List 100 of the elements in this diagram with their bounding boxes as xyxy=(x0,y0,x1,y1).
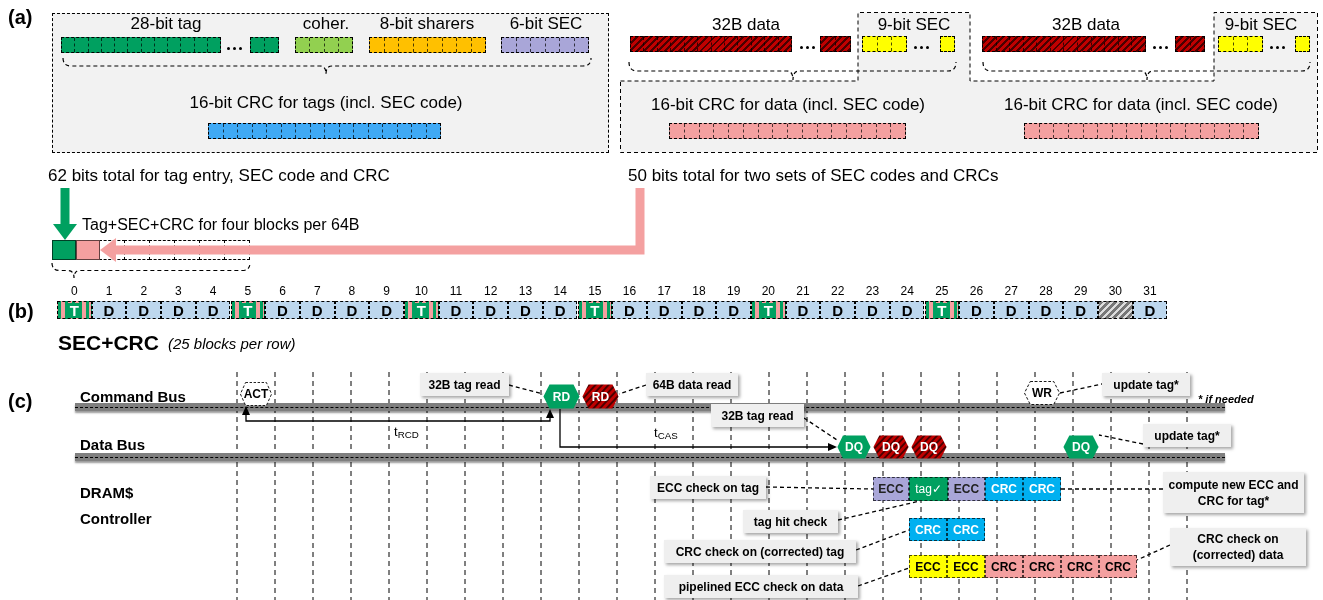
memory-block: D xyxy=(299,301,335,319)
row-label: Command Bus xyxy=(80,387,186,407)
block-index: 18 xyxy=(691,285,707,297)
callout-box: CRC check on (corrected) tag xyxy=(664,540,856,563)
block-index: 7 xyxy=(312,285,322,297)
hatched-hexagon: RD xyxy=(582,384,619,409)
dashed-hexagon: ACT xyxy=(240,382,272,406)
timing-arrow xyxy=(242,406,554,422)
memory-block: D xyxy=(855,301,890,319)
memory-block: D xyxy=(1028,301,1064,319)
scheme-note: (25 blocks per row) xyxy=(168,334,296,354)
field-label: 8-bit sharers xyxy=(379,14,475,34)
callout-box: 32B tag read xyxy=(711,404,804,427)
block-index: 12 xyxy=(483,285,499,297)
pipeline-step: CRC xyxy=(1023,555,1061,578)
block-index: 6 xyxy=(278,285,287,297)
block-index: 2 xyxy=(139,285,149,297)
pipeline-step: ECC xyxy=(948,477,985,501)
pipeline-step: CRC xyxy=(1099,555,1137,578)
callout-box: update tag* xyxy=(1143,424,1231,447)
field-label: 16-bit CRC for tags (incl. SEC code) xyxy=(189,93,463,113)
memory-block: D xyxy=(369,301,404,319)
pipeline-step: ECC xyxy=(947,555,985,578)
block-index: 30 xyxy=(1107,285,1123,297)
pipeline-step: CRC xyxy=(909,518,947,541)
hatched-hexagon: DQ xyxy=(911,435,947,459)
memory-block: T xyxy=(577,301,613,319)
block-index: 1 xyxy=(104,285,114,297)
leader-line xyxy=(765,486,874,490)
pipeline-step: CRC xyxy=(1061,555,1099,578)
block-index: 31 xyxy=(1142,285,1158,297)
block-index: 13 xyxy=(517,285,534,297)
memory-block: D xyxy=(126,301,162,319)
field-label: 16-bit CRC for data (incl. SEC code) xyxy=(651,95,925,115)
leader-line xyxy=(857,567,910,587)
callout-box: 64B data read xyxy=(646,373,738,396)
memory-block: D xyxy=(542,301,578,319)
panel-letter: (b) xyxy=(8,299,34,324)
memory-block: D xyxy=(612,301,647,319)
block-index: 28 xyxy=(1038,285,1054,297)
pipeline-step: CRC xyxy=(1023,477,1061,501)
memory-block: D xyxy=(195,301,231,319)
field-label: 32B data xyxy=(711,15,781,35)
memory-block: T xyxy=(751,301,786,319)
note-text: Tag+SEC+CRC for four blocks per 64B xyxy=(82,215,360,235)
memory-block: T xyxy=(404,301,439,319)
timing-arrow xyxy=(559,408,837,451)
callout-box: ECC check on tag xyxy=(650,476,766,499)
block-index: 9 xyxy=(382,285,391,297)
note-text: 50 bits total for two sets of SEC codes and CRCs xyxy=(628,164,1068,188)
memory-block: D xyxy=(265,301,300,319)
memory-block: D xyxy=(681,301,717,319)
pipeline-step: CRC xyxy=(947,518,985,541)
block-index: 21 xyxy=(795,285,811,297)
callout-box: compute new ECC and CRC for tag* xyxy=(1163,472,1304,513)
memory-block: D xyxy=(473,301,509,319)
memory-block: T xyxy=(230,301,266,319)
block-index: 25 xyxy=(934,285,950,297)
row-label: DRAM$ Controller xyxy=(80,483,153,529)
block-index: 19 xyxy=(725,285,742,297)
memory-block: T xyxy=(924,301,960,319)
edge-label: t$_{CAS}$ xyxy=(652,425,680,441)
memory-block: D xyxy=(1063,301,1098,319)
pipeline-step: CRC xyxy=(985,555,1023,578)
field-label: 32B data xyxy=(1051,15,1121,35)
block-index: 22 xyxy=(830,285,846,297)
block-index: 14 xyxy=(552,285,568,297)
memory-block: D xyxy=(334,301,370,319)
leader-line xyxy=(1136,544,1171,561)
leader-line xyxy=(1060,488,1164,490)
edge-label: t$_{RCD}$ xyxy=(392,424,421,440)
callout-box: 32B tag read xyxy=(420,373,509,396)
block-index: 16 xyxy=(621,285,638,297)
memory-block: D xyxy=(889,301,925,319)
block-index: 8 xyxy=(347,285,357,297)
callout-box: CRC check on (corrected) data xyxy=(1170,528,1306,566)
pipeline-step: ECC xyxy=(909,555,947,578)
pipeline-step: ECC xyxy=(873,477,909,501)
leader-line xyxy=(803,417,838,441)
memory-block: D xyxy=(438,301,474,319)
hatched-hexagon: DQ xyxy=(873,435,909,459)
memory-block: D xyxy=(820,301,856,319)
memory-block: D xyxy=(508,301,543,319)
row-label: Data Bus xyxy=(80,435,146,455)
panel-letter: (a) xyxy=(8,5,33,30)
block-index: 26 xyxy=(968,285,985,297)
block-index: 0 xyxy=(70,285,79,297)
block-index: 24 xyxy=(899,285,915,297)
block-index: 5 xyxy=(243,285,253,297)
memory-block: T xyxy=(57,301,92,319)
tag-entry-panel xyxy=(52,13,609,153)
field-label: 9-bit SEC xyxy=(1224,15,1298,35)
panel-letter: (c) xyxy=(8,389,33,414)
field-label: 28-bit tag xyxy=(130,14,202,34)
pipeline-step: tag✓ xyxy=(909,477,948,501)
field-label: 6-bit SEC xyxy=(509,14,583,34)
block-index: 27 xyxy=(1003,285,1019,297)
command-hexagon: DQ xyxy=(1063,435,1099,459)
memory-block: D xyxy=(1132,301,1168,319)
memory-block: D xyxy=(161,301,196,319)
